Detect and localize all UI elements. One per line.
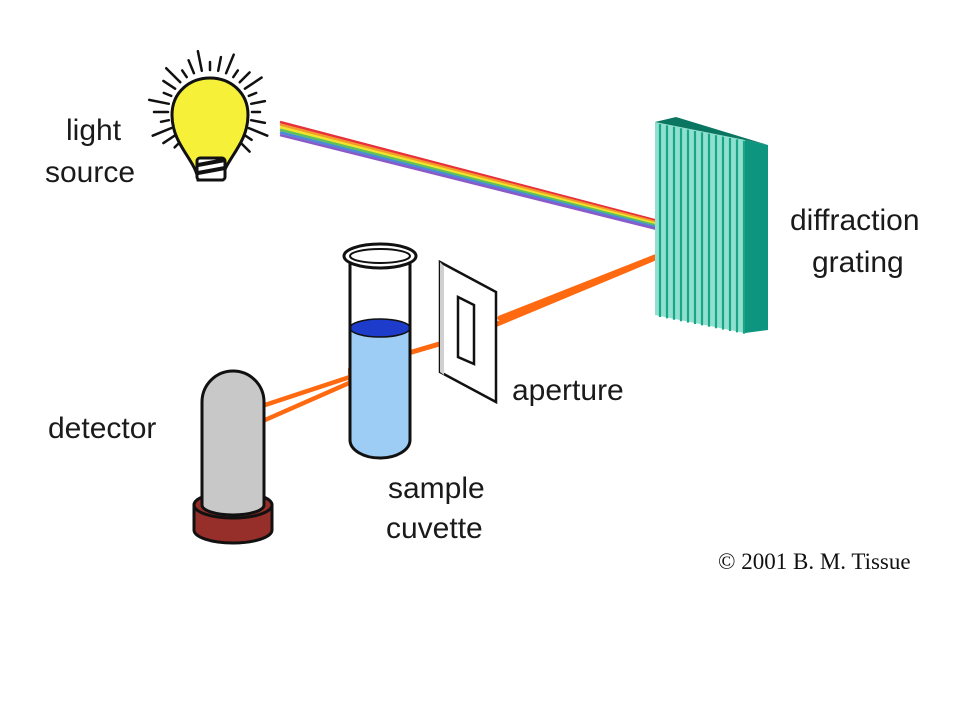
cuvette-label-line1: sample xyxy=(388,472,485,505)
grating-label-line2: grating xyxy=(812,246,904,279)
bulb-ray xyxy=(247,126,269,137)
bulb-ray xyxy=(243,134,253,142)
diffraction-grating xyxy=(655,117,768,334)
spectrum-band xyxy=(279,120,701,234)
bulb-ray xyxy=(196,49,204,73)
white-light-beam xyxy=(279,120,701,242)
bulb-ray xyxy=(180,69,188,79)
bulb-ray xyxy=(238,71,251,84)
bulb-glass xyxy=(170,76,250,182)
bulb-ray xyxy=(151,126,173,137)
sample-liquid xyxy=(350,328,410,458)
spectrum-band xyxy=(279,133,701,242)
bulb-ray xyxy=(164,66,182,84)
bulb-ray xyxy=(243,76,263,90)
grating-top xyxy=(655,117,768,145)
spectrum-band xyxy=(279,128,701,238)
bulb-ray xyxy=(162,134,177,145)
grating-label-line1: diffraction xyxy=(790,204,920,237)
detector xyxy=(192,369,274,545)
light-source-label-line2: source xyxy=(45,156,135,189)
detector-body xyxy=(200,369,266,517)
bulb-ray xyxy=(187,59,196,75)
sample-surface xyxy=(349,318,411,338)
bulb-ray xyxy=(249,99,267,106)
light-bulb-icon xyxy=(147,49,269,182)
spectrum-band xyxy=(279,125,701,237)
light-source-label-line1: light xyxy=(66,114,122,147)
spectrum-band xyxy=(279,131,701,240)
bulb-ray xyxy=(247,91,258,98)
grating-face xyxy=(655,122,745,333)
copyright-text: © 2001 B. M. Tissue xyxy=(718,549,911,574)
spectrum-band xyxy=(279,123,701,235)
beam-segment xyxy=(262,372,359,408)
bulb-ray xyxy=(147,98,171,106)
bulb-ray xyxy=(162,79,177,90)
bulb-ray xyxy=(224,53,235,75)
bulb-ray xyxy=(249,118,267,125)
bulb-ray xyxy=(162,91,173,98)
grating-side xyxy=(745,140,768,333)
bulb-ray xyxy=(216,55,223,73)
cuvette-label-line2: cuvette xyxy=(386,512,483,545)
sample-cuvette xyxy=(342,242,418,460)
aperture-slit xyxy=(438,259,498,405)
aperture-label: aperture xyxy=(512,374,624,407)
beam-segment xyxy=(262,377,359,423)
bulb-ray xyxy=(159,118,171,124)
bulb-ray xyxy=(232,69,240,79)
detector-label: detector xyxy=(48,412,156,445)
